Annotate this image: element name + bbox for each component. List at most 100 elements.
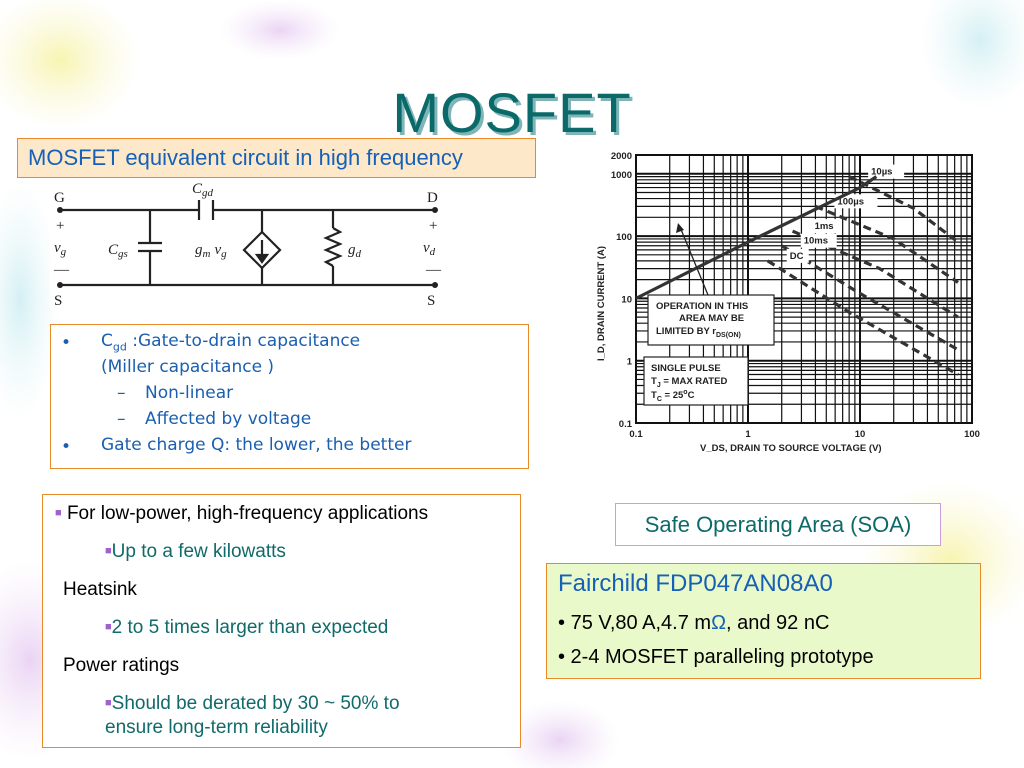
soa-label: Safe Operating Area (SOA) bbox=[615, 503, 941, 546]
bullet-cgd: Cgd :Gate-to-drain capacitance bbox=[101, 331, 360, 353]
series-label-bg bbox=[800, 233, 837, 248]
cgd-sub: gd bbox=[202, 187, 214, 199]
annotation-operation-1: OPERATION IN THIS bbox=[656, 301, 748, 312]
series-label: 10ms bbox=[804, 236, 828, 247]
vd-plus: + bbox=[429, 218, 437, 234]
part-specs: • 75 V,80 A,4.7 mΩ, and 92 nC bbox=[558, 612, 829, 635]
x-tick-label: 1 bbox=[745, 429, 751, 440]
note-up-to-kilowatts: ■Up to a few kilowatts bbox=[105, 541, 286, 562]
svg-text:vg: vg bbox=[54, 240, 67, 258]
gd-label: g bbox=[348, 242, 356, 258]
chart-y-axis-label: I_D, DRAIN CURRENT (A) bbox=[596, 246, 607, 361]
cgd-description: :Gate-to-drain capacitance bbox=[126, 331, 361, 351]
cgd-c: C bbox=[101, 331, 113, 351]
series-label-bg bbox=[834, 194, 878, 209]
sub-bullet-non-linear: Non-linear bbox=[145, 383, 234, 403]
y-tick-label: 100 bbox=[616, 232, 632, 243]
chart-ticks-group: 0.1 1 10 100 0.1 1 10 100 1000 2000 bbox=[611, 151, 980, 440]
note-up-to-kilowatts-text: Up to a few kilowatts bbox=[111, 541, 286, 562]
bullet-dot: • bbox=[61, 437, 72, 457]
y-tick-label: 10 bbox=[621, 294, 632, 305]
application-notes-box: ■ For low-power, high-frequency applicat… bbox=[42, 494, 521, 748]
sub-bullet-affected-by-voltage: Affected by voltage bbox=[145, 409, 312, 429]
cgs-sub: gs bbox=[118, 248, 128, 260]
y-tick-label: 0.1 bbox=[619, 419, 633, 430]
svg-text:Cgs: Cgs bbox=[108, 242, 128, 260]
note-derating-line2: ensure long-term reliability bbox=[105, 717, 328, 738]
gm-sub: m bbox=[203, 248, 211, 260]
cgd-label: C bbox=[192, 182, 203, 197]
note-low-power-text: For low-power, high-frequency applicatio… bbox=[66, 503, 429, 524]
series-line-dc bbox=[766, 259, 959, 376]
series-label-bg bbox=[811, 219, 841, 234]
bullet-gate-charge: Gate charge Q: the lower, the better bbox=[101, 435, 412, 455]
series-line-10s bbox=[848, 175, 959, 244]
note-heatsink: Heatsink bbox=[63, 579, 137, 600]
note-heatsink-size-text: 2 to 5 times larger than expected bbox=[111, 617, 389, 638]
x-tick-label: 100 bbox=[964, 429, 980, 440]
cgs-label: C bbox=[108, 242, 119, 258]
sub-dash: – bbox=[117, 383, 126, 403]
chart-x-axis-label: V_DS, DRAIN TO SOURCE VOLTAGE (V) bbox=[700, 443, 882, 454]
svg-text:gd: gd bbox=[348, 242, 362, 260]
node-g-label: G bbox=[54, 190, 65, 206]
y-tick-label: 1000 bbox=[611, 170, 632, 181]
part-info-box: Fairchild FDP047AN08A0 • 75 V,80 A,4.7 m… bbox=[546, 563, 981, 679]
series-line-limit bbox=[635, 175, 878, 300]
note-power-ratings: Power ratings bbox=[63, 655, 180, 676]
series-label: 100µs bbox=[837, 196, 864, 207]
vg-plus: + bbox=[56, 218, 64, 234]
series-label: 10µs bbox=[871, 167, 892, 178]
part-prototype: • 2-4 MOSFET paralleling prototype bbox=[558, 646, 874, 668]
node-s-left-label: S bbox=[54, 293, 62, 309]
vd-label: v bbox=[423, 240, 430, 256]
x-tick-label: 0.1 bbox=[629, 429, 643, 440]
node-d-label: D bbox=[427, 190, 438, 206]
part-name: Fairchild FDP047AN08A0 bbox=[558, 570, 833, 597]
x-tick-label: 10 bbox=[855, 429, 866, 440]
vg-sub: g bbox=[61, 246, 67, 258]
annotation-arrow-line bbox=[679, 226, 709, 296]
series-label: 1ms bbox=[815, 221, 834, 232]
vg-minus: — bbox=[53, 262, 70, 278]
annotation-tj: TJ = MAX RATED bbox=[651, 376, 727, 389]
y-tick-label: 2000 bbox=[611, 151, 632, 162]
spec-bullet: • bbox=[558, 612, 566, 634]
series-line-100s bbox=[814, 204, 959, 284]
annotation-operation-2: AREA MAY BE bbox=[679, 313, 744, 324]
annotation-tc: TC = 25oC bbox=[651, 389, 695, 403]
gm-label: g bbox=[195, 242, 203, 258]
miller-capacitance-line: (Miller capacitance ) bbox=[101, 357, 275, 377]
note-low-power: ■ For low-power, high-frequency applicat… bbox=[55, 503, 429, 524]
node-s-right-label: S bbox=[427, 293, 435, 309]
capacitance-bullets-box: • Cgd :Gate-to-drain capacitance (Miller… bbox=[50, 324, 529, 469]
gd-sub: d bbox=[356, 248, 362, 260]
svg-text:Cgd: Cgd bbox=[192, 182, 214, 199]
sub-dash: – bbox=[117, 409, 126, 429]
svg-text:vd: vd bbox=[423, 240, 436, 258]
cgd-subscript: gd bbox=[112, 340, 127, 354]
bullet-dot: • bbox=[61, 333, 72, 353]
series-label-bg bbox=[868, 164, 905, 179]
series-label: DC bbox=[790, 251, 804, 262]
note-heatsink-size: ■2 to 5 times larger than expected bbox=[105, 617, 389, 638]
annotation-arrow-head bbox=[676, 223, 684, 233]
y-axis-label-text: I_D, DRAIN CURRENT (A) bbox=[596, 246, 607, 361]
spec-voltage-current: 75 V,80 A,4.7 m bbox=[565, 612, 712, 634]
annotation-single-pulse: SINGLE PULSE bbox=[651, 363, 721, 374]
note-derating-line1: Should be derated by 30 ~ 50% to bbox=[111, 693, 400, 714]
note-derating: ■Should be derated by 30 ~ 50% to bbox=[105, 693, 400, 714]
gm-v-sub: g bbox=[221, 248, 227, 260]
ohm-symbol: Ω bbox=[711, 612, 727, 634]
gm-v-label: v bbox=[214, 242, 221, 258]
vd-sub: d bbox=[430, 246, 436, 258]
series-label-bg bbox=[786, 248, 809, 263]
circuit-heading: MOSFET equivalent circuit in high freque… bbox=[17, 138, 536, 178]
vd-minus: — bbox=[425, 262, 442, 278]
y-tick-label: 1 bbox=[627, 357, 633, 368]
slide-title: MOSFET bbox=[392, 81, 632, 144]
